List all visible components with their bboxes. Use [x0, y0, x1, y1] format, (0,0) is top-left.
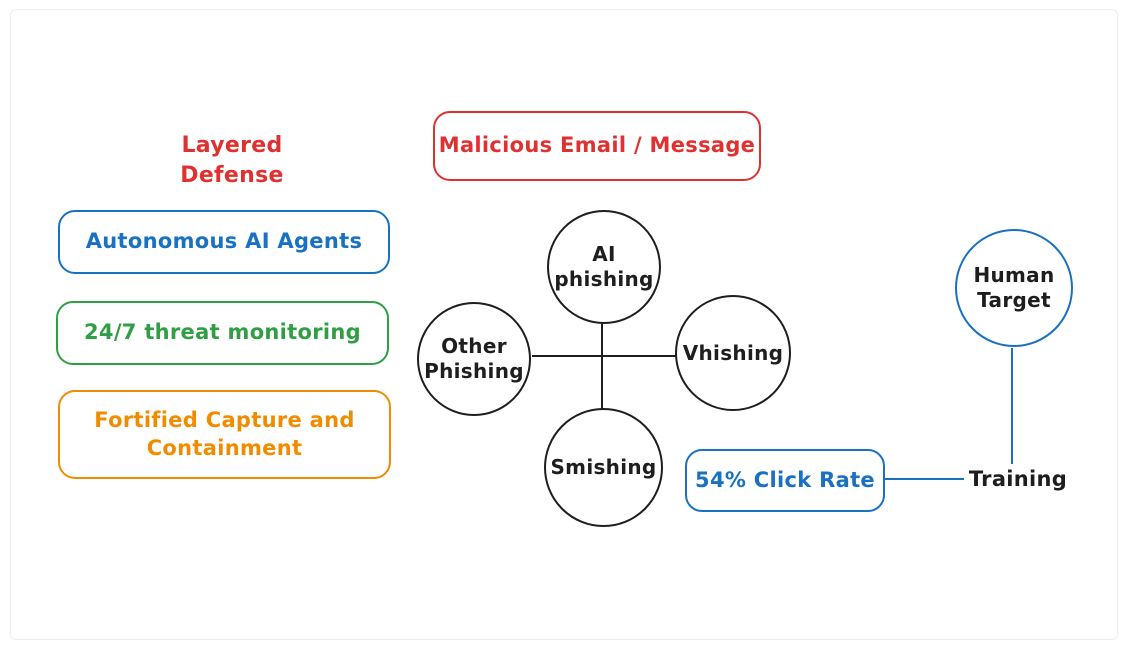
click-rate-label: 54% Click Rate [695, 467, 875, 492]
defense-layer-label: 24/7 threat monitoring [84, 320, 361, 345]
cluster-connector-vertical-line [601, 323, 603, 409]
malicious-email-message-box: Malicious Email / Message [433, 111, 761, 181]
phishing-node-label: Other Phishing [424, 334, 524, 383]
human-target-training-connector-line [1011, 348, 1013, 464]
training-label: Training [968, 467, 1068, 491]
phishing-node-smishing: Smishing [544, 408, 663, 527]
defense-layer-label: Autonomous AI Agents [85, 229, 363, 254]
phishing-node-label: Smishing [550, 455, 657, 479]
attack-source-label: Malicious Email / Message [438, 133, 756, 158]
defense-layer-threat-monitoring: 24/7 threat monitoring [56, 301, 389, 365]
defense-layer-label: Fortified Capture and Containment [94, 408, 355, 460]
phishing-node-other-phishing: Other Phishing [417, 302, 531, 416]
human-target-node: Human Target [955, 229, 1073, 347]
click-rate-training-connector-line [885, 478, 964, 480]
phishing-node-label: AI phishing [554, 242, 654, 291]
defense-layer-autonomous-ai-agents: Autonomous AI Agents [58, 210, 390, 274]
phishing-node-label: Vhishing [682, 340, 784, 365]
cluster-connector-horizontal-line [532, 355, 677, 357]
phishing-node-ai-phishing: AI phishing [547, 210, 661, 324]
layered-defense-title: Layered Defense [180, 133, 284, 188]
click-rate-box: 54% Click Rate [685, 449, 885, 512]
diagram-canvas: Layered Defense Autonomous AI Agents 24/… [10, 9, 1118, 640]
human-target-label: Human Target [973, 263, 1055, 312]
phishing-node-vhishing: Vhishing [675, 295, 791, 411]
defense-layer-capture-containment: Fortified Capture and Containment [58, 390, 391, 479]
